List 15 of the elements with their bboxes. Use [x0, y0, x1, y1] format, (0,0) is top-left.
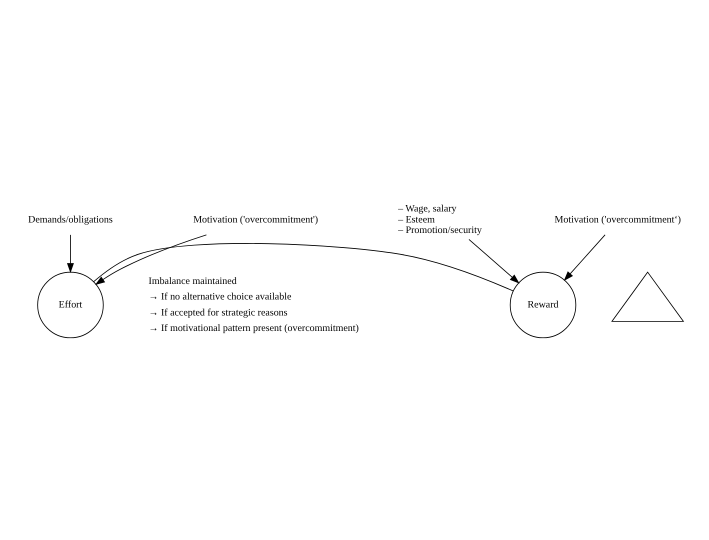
node-text: Motivation ('overcommitment') — [193, 214, 318, 225]
arrow — [564, 234, 606, 281]
label: → If accepted for strategic reasons — [148, 306, 288, 318]
node-text: – Wage, salary – Esteem – Promotion/security — [398, 203, 482, 236]
node-triangle — [611, 270, 684, 322]
node-circle: Effort — [37, 271, 104, 338]
arrow — [94, 234, 207, 285]
label: → If no alternative choice available — [148, 291, 292, 302]
connector — [93, 242, 514, 291]
node-text: Demands/obligations — [28, 214, 113, 225]
node-text: Motivation ('overcommitment‘) — [554, 214, 682, 225]
label: Imbalance maintained — [148, 275, 237, 286]
label: → If motivational pattern present (overcommitment) — [148, 322, 359, 334]
arrow — [468, 238, 520, 284]
arrow — [66, 234, 74, 273]
